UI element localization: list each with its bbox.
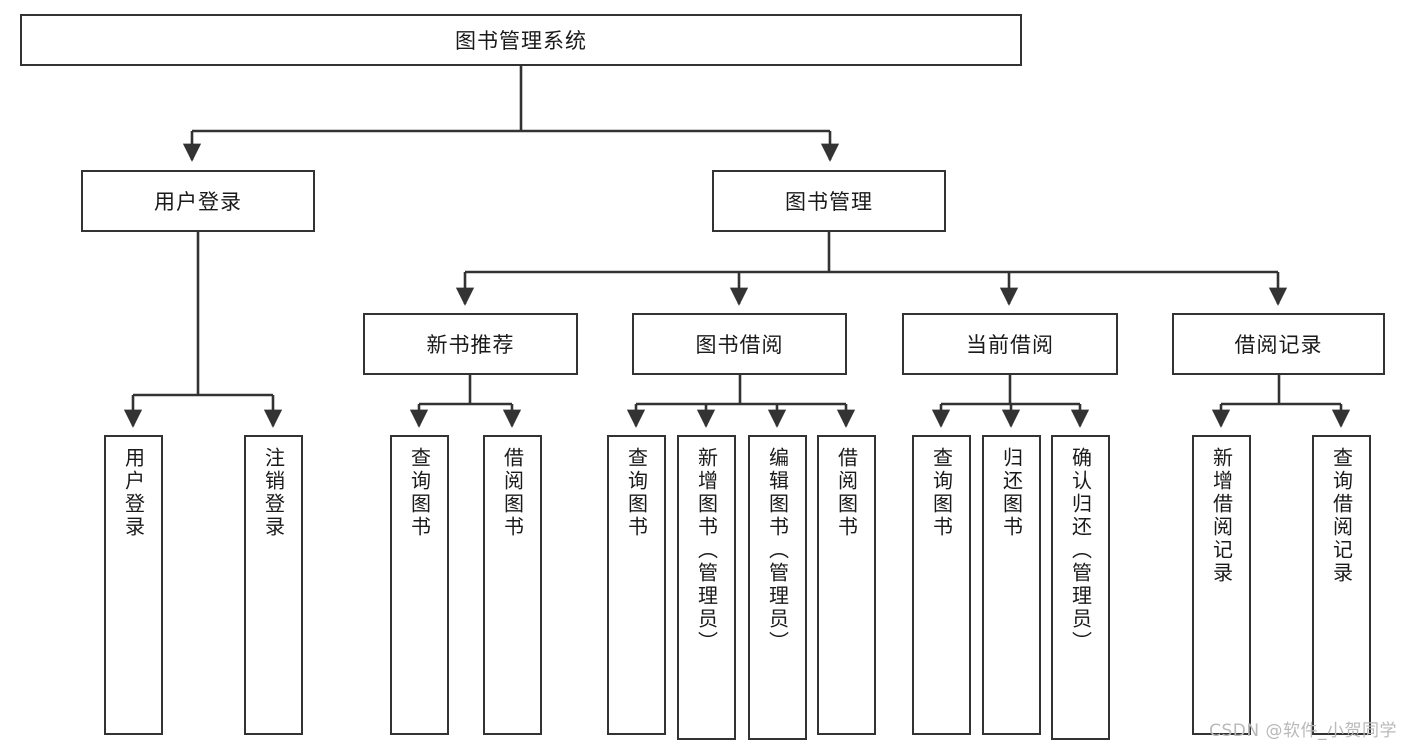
node-new-book-recommend-label: 新书推荐 (426, 333, 515, 357)
leaf-node[interactable]: 借阅图书 (817, 435, 876, 735)
node-current-borrow-label: 当前借阅 (966, 333, 1054, 357)
leaf-node-label: 新增借阅记录 (1209, 447, 1234, 585)
leaf-node[interactable]: 新增借阅记录 (1192, 435, 1251, 735)
watermark: CSDN @软件_小贺同学 (1209, 721, 1397, 741)
leaf-node[interactable]: 查询借阅记录 (1312, 435, 1371, 735)
node-borrow-record-label: 借阅记录 (1234, 333, 1323, 357)
leaf-node[interactable]: 查询图书 (912, 435, 971, 735)
leaf-node[interactable]: 新增图书（管理员） (677, 435, 736, 740)
leaf-node[interactable]: 确认归还（管理员） (1051, 435, 1110, 740)
leaf-node-label: 用户登录 (121, 447, 146, 539)
leaf-node-label: 新增图书（管理员） (694, 447, 719, 654)
leaf-node[interactable]: 编辑图书（管理员） (748, 435, 807, 740)
node-root[interactable]: 图书管理系统 (20, 14, 1022, 66)
leaf-node-label: 借阅图书 (834, 447, 859, 539)
leaf-node-label: 注销登录 (261, 447, 286, 539)
node-user-login[interactable]: 用户登录 (81, 170, 315, 232)
leaf-node-label: 确认归还（管理员） (1068, 447, 1093, 654)
node-root-label: 图书管理系统 (455, 29, 587, 53)
node-book-borrow-label: 图书借阅 (695, 333, 784, 357)
leaf-node-label: 归还图书 (999, 447, 1024, 539)
leaf-node[interactable]: 用户登录 (104, 435, 163, 735)
leaf-node-label: 查询图书 (929, 447, 954, 539)
node-user-login-label: 用户登录 (154, 190, 242, 214)
leaf-node[interactable]: 借阅图书 (483, 435, 542, 735)
leaf-node[interactable]: 注销登录 (244, 435, 303, 735)
leaf-node[interactable]: 归还图书 (982, 435, 1041, 735)
node-borrow-record[interactable]: 借阅记录 (1172, 313, 1385, 375)
leaf-node-label: 查询图书 (624, 447, 649, 539)
leaf-node[interactable]: 查询图书 (390, 435, 449, 735)
node-new-book-recommend[interactable]: 新书推荐 (363, 313, 578, 375)
leaf-node-label: 查询图书 (407, 447, 432, 539)
leaf-node-label: 查询借阅记录 (1329, 447, 1354, 585)
leaf-node-label: 借阅图书 (500, 447, 525, 539)
node-book-management-label: 图书管理 (785, 190, 873, 214)
node-book-management[interactable]: 图书管理 (712, 170, 946, 232)
leaf-node[interactable]: 查询图书 (607, 435, 666, 735)
node-book-borrow[interactable]: 图书借阅 (632, 313, 847, 375)
node-current-borrow[interactable]: 当前借阅 (902, 313, 1118, 375)
leaf-node-label: 编辑图书（管理员） (765, 447, 790, 654)
